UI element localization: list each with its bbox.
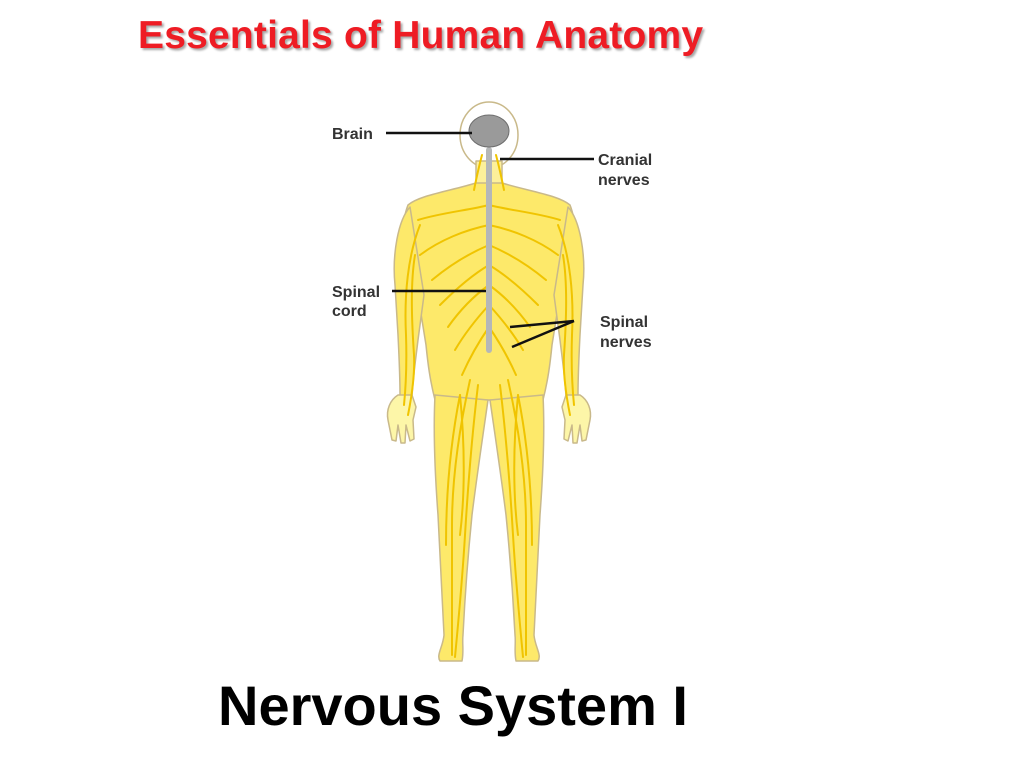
diagram-svg: Brain Cranial nerves Spinal cord Spinal …: [332, 101, 652, 662]
left-hand: [386, 394, 417, 444]
brain-label: Brain: [332, 126, 373, 143]
right-hand: [561, 394, 592, 444]
slide-header: Essentials of Human Anatomy: [138, 14, 704, 57]
spinal-cord-label-line1: Spinal: [332, 284, 380, 301]
spinal-cord-label-line2: cord: [332, 303, 367, 320]
spinal-nerves-label-line1: Spinal: [600, 314, 648, 331]
peripheral-nerves: [403, 154, 575, 658]
leader-lines: [386, 131, 594, 349]
brain: [468, 114, 510, 148]
spinal-nerves-label-line2: nerves: [600, 334, 652, 351]
spinal-nerves-leader-line-lower: [511, 319, 575, 349]
left-arm: [393, 206, 425, 398]
cranial-nerves-label-line2: nerves: [598, 172, 650, 189]
spinal-nerves-leader-line-upper: [509, 319, 575, 329]
nervous-system-diagram: Brain Cranial nerves Spinal cord Spinal …: [300, 95, 720, 675]
right-arm: [553, 206, 585, 398]
cranial-nerves-label-line1: Cranial: [598, 152, 652, 169]
slide-title: Nervous System I: [218, 674, 688, 737]
